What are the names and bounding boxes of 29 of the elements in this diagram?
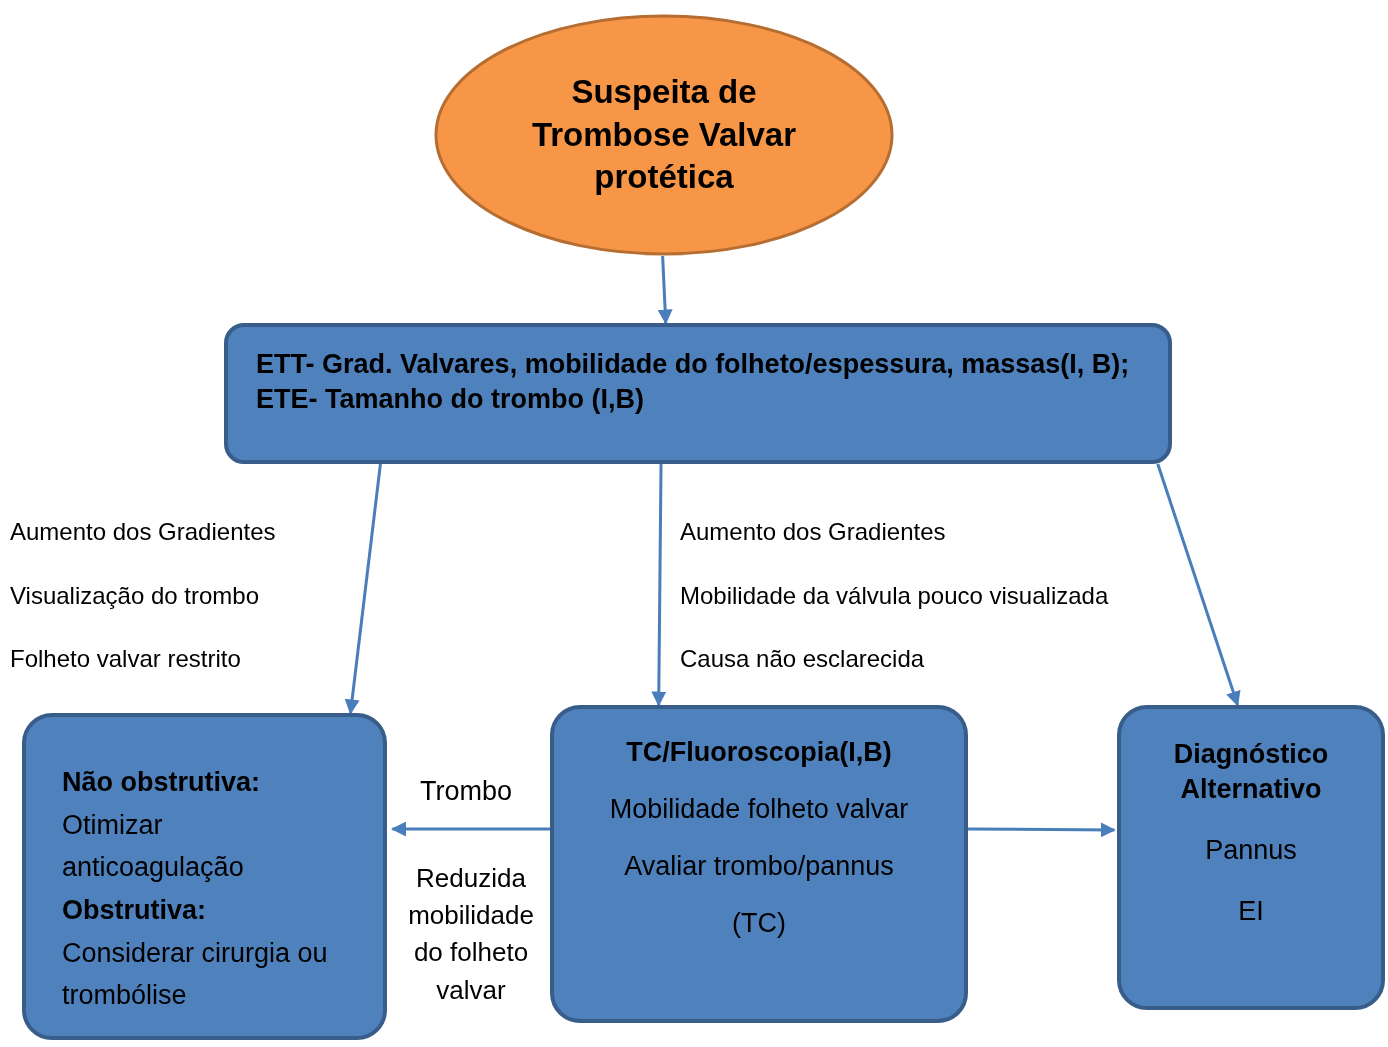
node-text: (TC) — [732, 907, 786, 941]
condition-text: Mobilidade da válvula pouco visualizada — [680, 582, 1109, 610]
arrow — [657, 255, 673, 325]
condition-text: Aumento dos Gradientes — [680, 518, 946, 546]
process-box — [224, 323, 1172, 464]
node-text: EI — [1238, 895, 1264, 929]
condition-text: Aumento dos Gradientes — [10, 518, 276, 546]
outcome-box — [1117, 705, 1385, 1010]
arrow — [344, 463, 382, 715]
heading-text: TC/Fluoroscopia(I,B) — [626, 736, 892, 769]
test-box — [550, 705, 968, 1023]
arrow — [391, 821, 550, 837]
node-text: Não obstrutiva: Otimizar anticoagulação — [62, 766, 262, 885]
arrow — [651, 464, 667, 707]
node-text: Avaliar trombo/pannus — [624, 850, 894, 884]
start-ellipse — [434, 14, 894, 256]
condition-text: Reduzida mobilidade do folheto valvar — [407, 862, 535, 1007]
heading-text: Diagnóstico Alternativo — [1172, 738, 1330, 807]
heading-text: ETT- Grad. Valvares, mobilidade do folheto/espessura, massas(I, B); ETE- Tamanho do trombo (I,B) — [256, 348, 1131, 417]
outcome-box — [22, 713, 387, 1040]
condition-text: Visualização do trombo — [10, 582, 260, 610]
node-text: Mobilidade folheto valvar — [609, 793, 909, 827]
arrow — [1156, 463, 1241, 707]
node-text: Obstrutiva: Considerar cirurgia ou trombólise — [62, 893, 329, 1013]
condition-text: Causa não esclarecida — [680, 645, 925, 673]
node-text: Pannus — [1205, 834, 1297, 868]
heading-text: Suspeita de Trombose Valvar protética — [530, 71, 798, 198]
arrow — [968, 822, 1116, 838]
condition-text: Folheto valvar restrito — [10, 645, 241, 673]
